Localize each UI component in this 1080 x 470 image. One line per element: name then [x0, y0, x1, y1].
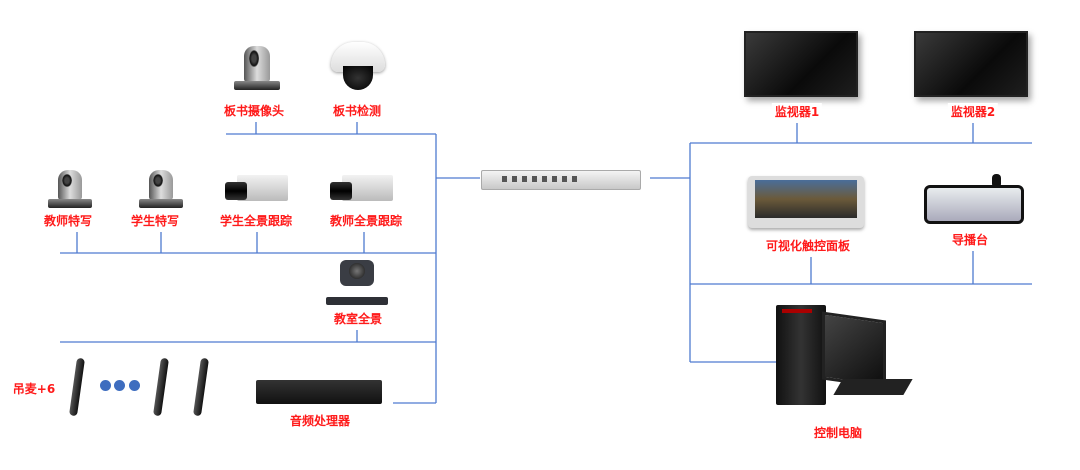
- board-detect-label: 板书检测: [329, 102, 385, 119]
- director-console-icon: [924, 185, 1024, 224]
- monitor-icon: [914, 31, 1028, 97]
- ptz-camera-icon: [139, 170, 183, 208]
- ptz-camera-icon: [234, 46, 280, 90]
- box-camera-icon: [330, 175, 393, 205]
- recording-host-icon: [481, 170, 641, 190]
- teacher-closeup-label: 教师特写: [40, 212, 96, 229]
- audio-processor-label: 音频处理器: [286, 412, 354, 429]
- ptz-camera-icon: [48, 170, 92, 208]
- teacher-tracking-label: 教师全景跟踪: [326, 212, 406, 229]
- pc-monitor-icon: [822, 311, 886, 389]
- ptz-camera-icon: [326, 260, 388, 305]
- monitor-1-label: 监视器1: [771, 103, 823, 120]
- dome-camera-icon: [331, 42, 385, 92]
- box-camera-icon: [225, 175, 288, 205]
- board-camera-label: 板书摄像头: [220, 102, 288, 119]
- pc-tower-icon: [776, 305, 826, 405]
- joystick-icon: [992, 174, 1001, 188]
- mic-label: 吊麦+6: [9, 380, 59, 397]
- control-pc-label: 控制电脑: [810, 424, 866, 441]
- monitor-2-label: 监视器2: [947, 103, 999, 120]
- ellipsis-dot: [114, 380, 125, 391]
- classroom-panorama-label: 教室全景: [330, 310, 386, 327]
- ellipsis-dot: [129, 380, 140, 391]
- student-closeup-label: 学生特写: [127, 212, 183, 229]
- director-console-label: 导播台: [948, 231, 992, 248]
- monitor-icon: [744, 31, 858, 97]
- student-tracking-label: 学生全景跟踪: [216, 212, 296, 229]
- keyboard-icon: [833, 379, 913, 395]
- rack-device-icon: [256, 380, 382, 404]
- ellipsis-dot: [100, 380, 111, 391]
- touch-panel-icon: [748, 176, 864, 228]
- touch-panel-label: 可视化触控面板: [762, 237, 854, 254]
